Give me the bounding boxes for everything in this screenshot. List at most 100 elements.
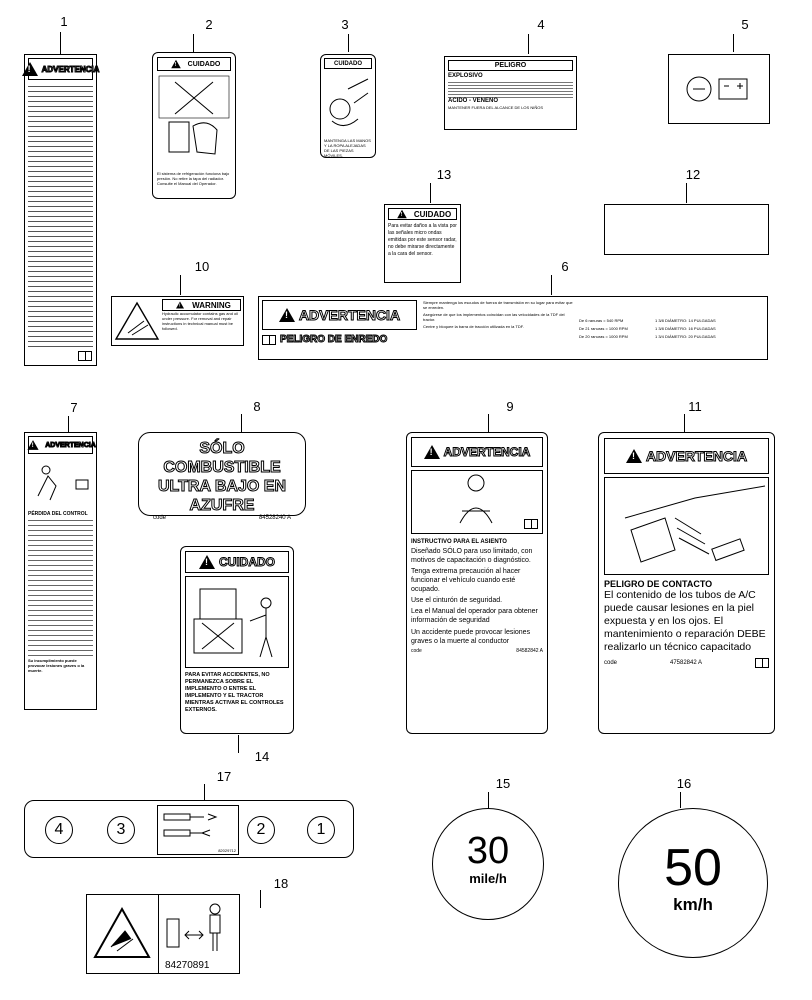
callout-11: 11 [688, 399, 702, 414]
decal-header: ADVERTENCIA [21, 58, 100, 80]
button-3: 3 [107, 816, 135, 844]
callout-4: 4 [537, 17, 545, 32]
callout-9: 9 [506, 399, 514, 414]
leader-line [680, 792, 681, 808]
fuel-label-line: SÓLO COMBUSTIBLE [163, 440, 281, 477]
leader-line [241, 414, 242, 432]
decal-title: ADVERTENCIA [41, 64, 100, 74]
decal-text: Su incumplimiento puede provocar lesione… [28, 658, 85, 673]
decal-header: ADVERTENCIA [604, 438, 769, 474]
callout-12: 12 [685, 167, 701, 182]
table-cell: De 20 ranuras = 1000 RPM [579, 334, 628, 339]
decal-text: El contenido de los tubos de A/C puede c… [604, 589, 766, 653]
leader-line [348, 34, 349, 52]
decal-text: MANTENER FUERA DEL ALCANCE DE LOS NIÑOS [448, 105, 543, 110]
leader-line [204, 784, 205, 802]
table-cell: De 21 ranuras = 1000 RPM [579, 326, 628, 331]
decal-subtitle: ACIDO - VENENO [448, 98, 499, 104]
decal-header: WARNING [162, 299, 241, 311]
decal-9-advertencia: ADVERTENCIA INSTRUCTIVO PARA EL ASIENTO … [406, 432, 548, 734]
callout-18: 18 [273, 876, 289, 891]
battery-icon [686, 76, 748, 102]
decal-header: CUIDADO [157, 57, 231, 71]
ac-hazard-pictogram [604, 477, 769, 575]
leader-line [193, 34, 194, 52]
speed-value: 50 [664, 839, 722, 897]
decal-title: CUIDADO [413, 209, 452, 219]
decal-text: PARA EVITAR ACCIDENTES, NO PERMANEZCA SO… [185, 672, 284, 713]
decal-17-control-buttons: 4 3 82029712 2 1 [24, 800, 354, 858]
warning-triangle-icon [176, 301, 185, 309]
distance-panel: 84270891 [159, 895, 239, 973]
hazard-panel [87, 895, 159, 973]
leader-line [260, 890, 261, 908]
decal-text: Para evitar daños a la vista por las señ… [388, 223, 457, 257]
rotating-parts-icon [329, 78, 369, 126]
decal-heading: INSTRUCTIVO PARA EL ASIENTO [411, 539, 507, 545]
seat-icon [459, 474, 493, 524]
decal-2-cuidado: CUIDADO El sistema de refrigeración func… [152, 52, 236, 199]
warning-triangle-icon [278, 308, 295, 322]
callout-14: 14 [254, 749, 270, 764]
code-label: code [411, 648, 422, 654]
part-code: 47582842 A [669, 660, 703, 666]
code-label: code [153, 515, 167, 521]
leader-line [528, 34, 529, 54]
decal-15-speed-30: 30 mile/h [432, 808, 544, 920]
crush-hazard-icon [93, 906, 151, 958]
warning-triangle-icon [397, 209, 407, 219]
decal-title: CUIDADO [334, 60, 362, 67]
bullet-text: Tenga extrema precaución al hacer funcio… [411, 568, 521, 593]
button-1: 1 [307, 816, 335, 844]
decal-3-cuidado: CUIDADO MANTENGA LAS MANOS Y LA ROPA ALE… [320, 54, 376, 158]
warning-triangle-icon [21, 62, 38, 76]
bullet-text: Siempre mantenga los escudos de fuerza d… [423, 300, 573, 310]
table-cell: 1 3/8 DIÁMETRO: 16 PULGADAS [655, 326, 716, 331]
speed-unit: mile/h [469, 871, 507, 886]
decal-text: Hydraulic accumulator contains gas and o… [162, 311, 239, 331]
tractor-bystander-icon [193, 588, 273, 658]
decal-text: Un accidente puede provocar lesiones gra… [411, 629, 531, 645]
bullet-text: Diseñado SÓLO para uso limitado, con mot… [411, 548, 533, 564]
book-icon [78, 351, 92, 361]
callout-2: 2 [205, 17, 213, 32]
fuel-label-line: ULTRA BAJO EN [158, 478, 287, 496]
decal-title: ADVERTENCIA [298, 307, 401, 324]
decal-header: CUIDADO [388, 208, 457, 220]
speed-value: 30 [466, 830, 510, 872]
leader-line [733, 34, 734, 52]
bullet-text: Use el cinturón de seguridad. [411, 597, 503, 604]
decal-12-blank [604, 204, 769, 255]
decal-header: CUIDADO [185, 551, 289, 573]
text-block [448, 80, 573, 98]
decal-header: PELIGRO [448, 60, 573, 71]
decal-header: ADVERTENCIA [262, 300, 417, 330]
hydraulic-cylinder-icon [163, 813, 218, 837]
warning-triangle-icon [625, 449, 642, 463]
leader-line [60, 32, 61, 54]
table-cell: 1 3/8 DIÁMETRO: 14 PULGADAS [655, 318, 716, 323]
decal-8-combustible: SÓLO COMBUSTIBLE ULTRA BAJO EN AZUFRE co… [138, 432, 306, 521]
seat-pictogram [411, 470, 543, 534]
hydraulic-cylinder-panel: 82029712 [157, 805, 239, 855]
decal-header: ADVERTENCIA [411, 437, 543, 467]
decal-4-peligro: PELIGRO EXPLOSIVO ACIDO - VENENO MANTENE… [444, 56, 577, 130]
book-icon [262, 334, 276, 345]
decal-6-advertencia: ADVERTENCIA PELIGRO DE ENREDO Siempre ma… [258, 296, 768, 360]
pressure-hazard-icon [114, 301, 160, 340]
decal-13-cuidado: CUIDADO Para evitar daños a la vista por… [384, 204, 461, 283]
decal-10-warning: WARNING Hydraulic accumulator contains g… [111, 296, 244, 346]
speed-unit: km/h [673, 895, 713, 914]
button-4: 4 [45, 816, 73, 844]
decal-title: ADVERTENCIA [443, 445, 531, 460]
decal-header: ADVERTENCIA [27, 436, 96, 454]
leader-line [551, 275, 552, 295]
decal-title: CUIDADO [187, 60, 221, 68]
callout-3: 3 [341, 17, 349, 32]
decal-heading: PELIGRO DE CONTACTO [604, 579, 713, 589]
code-label: code [604, 660, 618, 666]
decal-18-crush-hazard: 84270891 [86, 894, 240, 974]
bullet-text: Asegúrese de que los implementos coincid… [423, 312, 565, 322]
callout-15: 15 [495, 776, 511, 791]
button-2: 2 [247, 816, 275, 844]
